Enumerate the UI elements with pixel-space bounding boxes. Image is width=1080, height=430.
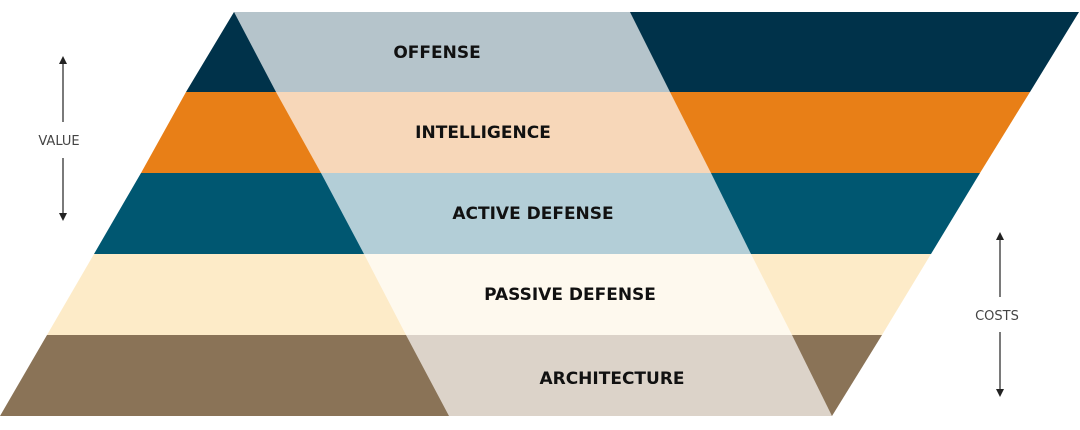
layer-intelligence-center bbox=[276, 92, 711, 173]
layer-architecture-center bbox=[406, 335, 832, 416]
costs-axis-label: COSTS bbox=[975, 309, 1019, 324]
layer-active-defense: ACTIVE DEFENSE bbox=[94, 173, 980, 254]
layer-passive-defense: PASSIVE DEFENSE bbox=[47, 254, 931, 335]
layer-offense: OFFENSE bbox=[186, 12, 1079, 92]
layer-passive-defense-center bbox=[364, 254, 792, 335]
value-axis-label: VALUE bbox=[38, 134, 79, 149]
layer-offense-center bbox=[234, 12, 670, 92]
arrow-up-icon bbox=[996, 232, 1004, 240]
layer-architecture-label: ARCHITECTURE bbox=[539, 369, 684, 389]
layer-intelligence: INTELLIGENCE bbox=[141, 92, 1030, 173]
layer-architecture: ARCHITECTURE bbox=[0, 335, 882, 416]
costs-axis: COSTS bbox=[975, 232, 1019, 397]
layer-active-defense-center bbox=[321, 173, 751, 254]
layer-offense-label: OFFENSE bbox=[393, 43, 480, 63]
layer-active-defense-label: ACTIVE DEFENSE bbox=[452, 204, 613, 224]
arrow-down-icon bbox=[59, 213, 67, 221]
layer-passive-defense-label: PASSIVE DEFENSE bbox=[484, 285, 656, 305]
layer-intelligence-label: INTELLIGENCE bbox=[415, 123, 551, 143]
value-axis: VALUE bbox=[38, 56, 80, 221]
arrow-up-icon bbox=[59, 56, 67, 64]
arrow-down-icon bbox=[996, 389, 1004, 397]
